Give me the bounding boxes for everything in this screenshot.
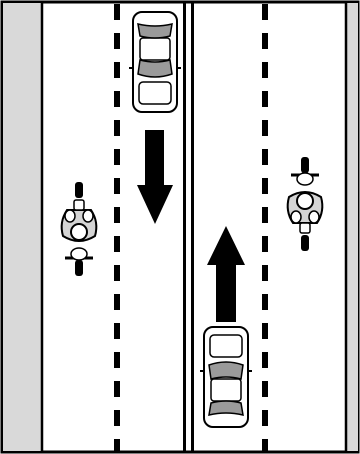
- right-shoulder: [346, 3, 358, 451]
- left-shoulder: [3, 3, 42, 451]
- car-southbound: [129, 12, 181, 112]
- car-northbound: [200, 327, 252, 427]
